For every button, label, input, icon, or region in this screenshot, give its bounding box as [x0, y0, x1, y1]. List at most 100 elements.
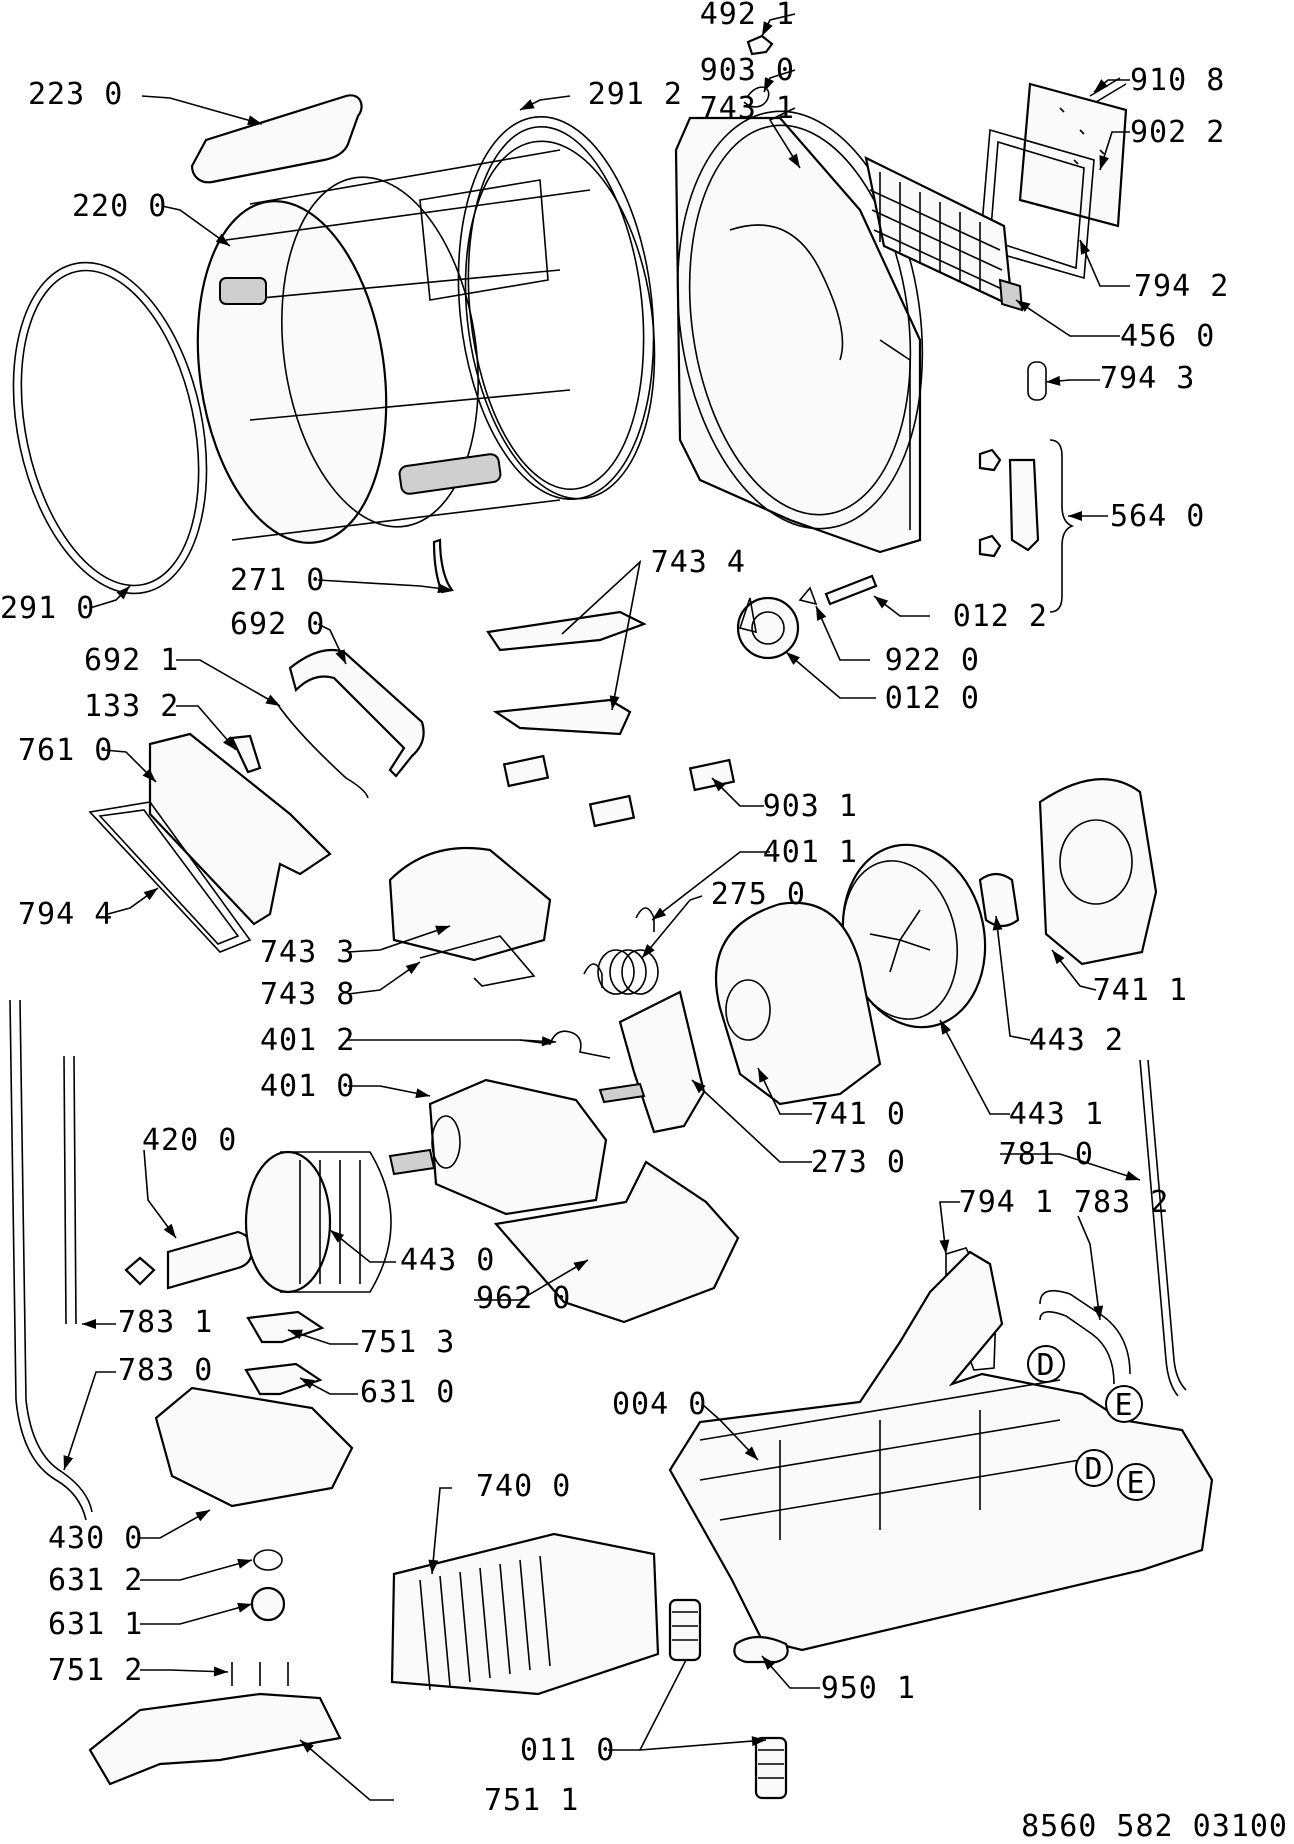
- leader-line: [641, 895, 703, 959]
- leader-arrowhead: [143, 888, 158, 901]
- connector-mark-d-right: D: [1075, 1449, 1113, 1487]
- part-number-label: 011 0: [520, 1733, 615, 1768]
- leader-arrowhead: [744, 1446, 758, 1460]
- part-number-label: 902 2: [1130, 115, 1225, 150]
- leader-arrowhead: [82, 1319, 96, 1329]
- part-spring-275: [597, 949, 659, 995]
- leader-line: [348, 1039, 557, 1043]
- connector-label: E: [1126, 1466, 1145, 1501]
- leader-arrowhead: [1080, 240, 1091, 255]
- leader-line: [348, 1085, 431, 1097]
- part-number-label: 012 0: [885, 681, 980, 716]
- part-number-label: 220 0: [72, 189, 167, 224]
- part-number-label: 743 8: [260, 977, 355, 1012]
- leader-arrowhead: [142, 768, 156, 782]
- part-pad-903-1b: [588, 794, 636, 828]
- part-tube-781-0: [1139, 1059, 1187, 1397]
- part-number-label: 443 1: [1009, 1097, 1104, 1132]
- part-shroud-743-3: [388, 846, 552, 962]
- part-bracket-set-564: [978, 439, 1075, 613]
- leader-line: [939, 1201, 960, 1255]
- part-drum-220: [196, 140, 656, 594]
- leader-line: [140, 1603, 253, 1625]
- leader-arrowhead: [300, 1740, 314, 1753]
- leader-line: [140, 1509, 211, 1539]
- part-number-label: 743 4: [651, 545, 746, 580]
- leader-arrowhead: [213, 1666, 228, 1677]
- part-collar-443-2: [978, 872, 1020, 928]
- leader-line: [431, 1487, 452, 1575]
- part-seal-631-2: [253, 1549, 283, 1571]
- part-pump-430: [154, 1386, 354, 1508]
- leader-arrowhead: [939, 1239, 950, 1254]
- part-number-label: 743 3: [260, 935, 355, 970]
- leader-arrowhead: [642, 944, 655, 958]
- part-seal-794-3: [1027, 361, 1047, 401]
- part-fan-housing-741-1: [1038, 778, 1158, 966]
- leader-arrowhead: [300, 1378, 315, 1389]
- leader-line: [761, 1655, 820, 1689]
- part-number-label: 631 0: [360, 1375, 455, 1410]
- part-foot-950: [733, 1635, 789, 1664]
- part-seal-794-4: [88, 801, 252, 953]
- leader-arrowhead: [609, 695, 620, 710]
- leader-arrowhead: [288, 1329, 303, 1340]
- part-number-label: 275 0: [711, 877, 806, 912]
- part-number-label: 004 0: [612, 1387, 707, 1422]
- leader-line: [768, 107, 801, 169]
- part-clip-492: [746, 34, 774, 56]
- part-base-frame-004: [668, 1250, 1214, 1652]
- part-axle-012-2: [824, 574, 878, 606]
- leader-line: [1015, 299, 1120, 337]
- leader-arrowhead: [1068, 511, 1082, 521]
- leader-arrowhead: [1046, 375, 1061, 386]
- leader-line: [815, 605, 870, 661]
- leader-line: [651, 851, 770, 921]
- part-number-label: 751 1: [484, 1783, 579, 1818]
- leader-arrowhead: [786, 652, 800, 665]
- leader-arrowhead: [215, 233, 230, 246]
- leader-arrowhead: [788, 153, 800, 168]
- leader-line: [63, 1371, 116, 1471]
- part-number-label: 783 2: [1074, 1185, 1169, 1220]
- part-baseplate-962: [493, 1160, 740, 1324]
- leader-arrowhead: [405, 962, 420, 975]
- leader-line: [347, 961, 421, 995]
- part-number-label: 430 0: [48, 1521, 143, 1556]
- connector-mark-e-left: E: [1105, 1385, 1143, 1423]
- part-clip-401-1: [583, 907, 655, 988]
- part-gasket-794-2: [979, 128, 1095, 280]
- connector-label: D: [1036, 1348, 1055, 1383]
- leader-line: [161, 205, 231, 247]
- part-clip-751-2: [231, 1662, 289, 1686]
- part-number-label: 743 1: [700, 91, 795, 126]
- part-number-label: 910 8: [1130, 63, 1225, 98]
- part-impeller-443-1: [841, 843, 987, 1029]
- part-number-label: 761 0: [18, 733, 113, 768]
- part-number-label: 564 0: [1110, 499, 1205, 534]
- part-bracket-401-2: [519, 1030, 611, 1059]
- leader-arrowhead: [437, 583, 452, 594]
- part-filter-housing-761: [148, 732, 332, 926]
- part-rod-743-8: [419, 935, 536, 987]
- part-number-label: 783 1: [118, 1305, 213, 1340]
- part-number-label: 794 1: [959, 1185, 1054, 1220]
- leader-line: [1000, 1153, 1141, 1181]
- leader-line: [1079, 239, 1130, 287]
- leader-line: [329, 1229, 396, 1263]
- connector-label: D: [1084, 1452, 1103, 1487]
- part-foot-011-b: [754, 1736, 788, 1800]
- leader-arrowhead: [520, 99, 535, 110]
- part-cover-plate-902: [1018, 77, 1128, 228]
- part-number-label: 401 1: [763, 835, 858, 870]
- leader-arrowhead: [265, 694, 280, 706]
- leader-line: [347, 925, 451, 953]
- part-rear-bulkhead-743: [674, 110, 924, 554]
- leader-line: [1051, 949, 1097, 991]
- leader-line: [785, 651, 876, 699]
- part-gasket-291-2: [457, 115, 655, 501]
- leader-arrowhead: [874, 596, 889, 609]
- part-motor-401: [388, 1078, 646, 1216]
- part-gasket-291-0: [12, 261, 208, 595]
- leader-arrowhead: [63, 1455, 74, 1470]
